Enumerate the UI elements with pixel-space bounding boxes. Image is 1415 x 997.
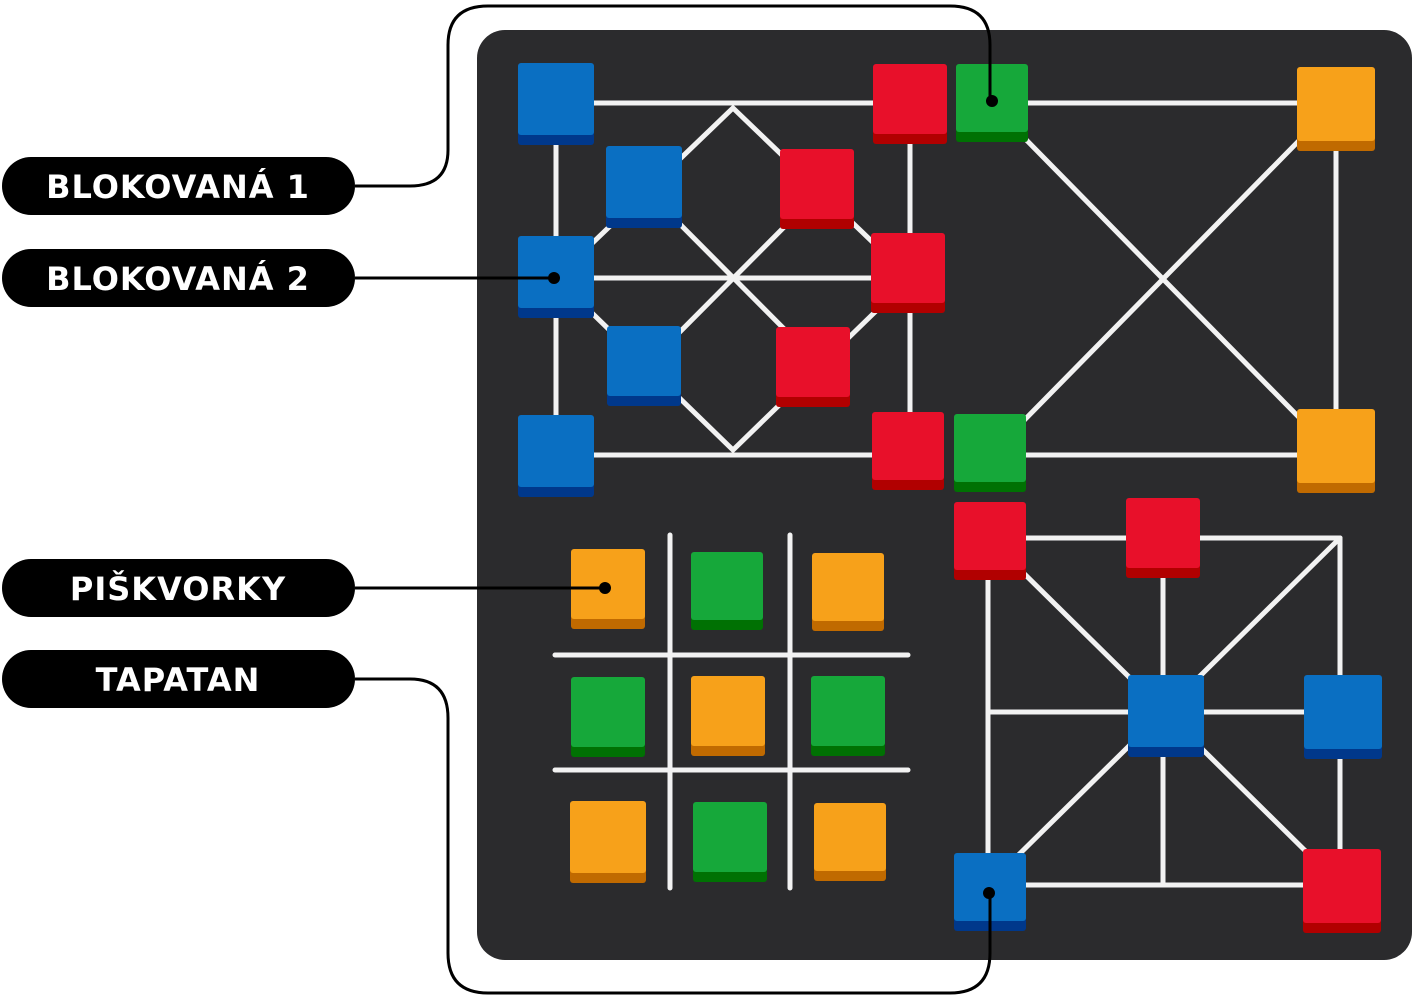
label-blokovana-2-text: BLOKOVANÁ 2 — [46, 260, 310, 298]
piece-face — [1126, 498, 1200, 568]
piece-face — [691, 552, 763, 620]
label-tapatan: TAPATAN — [2, 650, 355, 708]
piece-face — [606, 146, 682, 218]
piece-face — [518, 415, 594, 487]
piece-face — [691, 676, 765, 746]
piece-face — [518, 63, 594, 135]
label-blokovana-1: BLOKOVANÁ 1 — [2, 157, 355, 215]
piskvorky-piece-orange[interactable] — [691, 676, 765, 756]
blokovana1-piece-blue[interactable] — [518, 415, 594, 497]
blokovana1-piece-blue[interactable] — [518, 63, 594, 145]
tapatan-piece-red[interactable] — [1126, 498, 1200, 578]
piece-face — [780, 149, 854, 219]
piece-face — [1297, 67, 1375, 141]
label-piskvorky: PIŠKVORKY — [2, 559, 355, 617]
callout-connectors — [355, 4, 992, 995]
piskvorky-piece-orange[interactable] — [814, 803, 886, 881]
corner_game-piece-green[interactable] — [954, 414, 1026, 492]
piskvorky-piece-orange[interactable] — [570, 801, 646, 883]
tapatan-piece-red[interactable] — [1303, 849, 1381, 933]
piece-face — [607, 326, 681, 396]
tapatan-piece-blue[interactable] — [1128, 675, 1204, 757]
piece-face — [812, 553, 884, 621]
tapatan-piece-blue[interactable] — [1304, 675, 1382, 759]
callout-dot-tapatan — [983, 887, 995, 899]
piece-face — [518, 236, 594, 308]
piece-face — [1304, 675, 1382, 749]
callout-dot-blokovana-1 — [986, 95, 998, 107]
blokovana1-piece-red[interactable] — [776, 327, 850, 407]
blokovana1-piece-red[interactable] — [871, 233, 945, 313]
blokovana1-piece-blue[interactable] — [607, 326, 681, 406]
callout-dot-piskvorky — [599, 582, 611, 594]
piskvorky-piece-green[interactable] — [571, 677, 645, 757]
piskvorky-piece-green[interactable] — [811, 676, 885, 756]
piece-face — [954, 502, 1026, 570]
piece-face — [571, 677, 645, 747]
tapatan-piece-red[interactable] — [954, 502, 1026, 580]
piece-face — [1128, 675, 1204, 747]
piece-face — [1303, 849, 1381, 923]
piece-face — [814, 803, 886, 871]
piece-face — [1297, 409, 1375, 483]
piskvorky-piece-orange[interactable] — [812, 553, 884, 631]
piskvorky-piece-green[interactable] — [693, 802, 767, 882]
blokovana1-piece-red[interactable] — [872, 412, 944, 490]
corner_game-piece-orange[interactable] — [1297, 67, 1375, 151]
piskvorky-grid — [552, 532, 911, 891]
piece-face — [776, 327, 850, 397]
corner-game-lines — [987, 100, 1339, 458]
piece-face — [871, 233, 945, 303]
label-piskvorky-text: PIŠKVORKY — [70, 569, 286, 608]
connector-blokovana-1 — [355, 4, 992, 188]
corner_game-piece-orange[interactable] — [1297, 409, 1375, 493]
blokovana1-piece-red[interactable] — [873, 64, 947, 144]
label-blokovana-1-text: BLOKOVANÁ 1 — [46, 168, 310, 206]
callouts: BLOKOVANÁ 1 BLOKOVANÁ 2 PIŠKVORKY TAPATA… — [2, 4, 998, 995]
piece-face — [954, 414, 1026, 482]
piece-face — [570, 801, 646, 873]
label-tapatan-text: TAPATAN — [96, 661, 261, 699]
blokovana1-piece-red[interactable] — [780, 149, 854, 229]
piskvorky-piece-green[interactable] — [691, 552, 763, 630]
callout-dot-blokovana-2 — [548, 272, 560, 284]
piece-face — [873, 64, 947, 134]
piece-face — [811, 676, 885, 746]
label-blokovana-2: BLOKOVANÁ 2 — [2, 249, 355, 307]
blokovana1-piece-blue[interactable] — [606, 146, 682, 228]
piece-face — [872, 412, 944, 480]
piece-face — [954, 853, 1026, 921]
connector-tapatan — [355, 677, 992, 995]
piece-face — [693, 802, 767, 872]
